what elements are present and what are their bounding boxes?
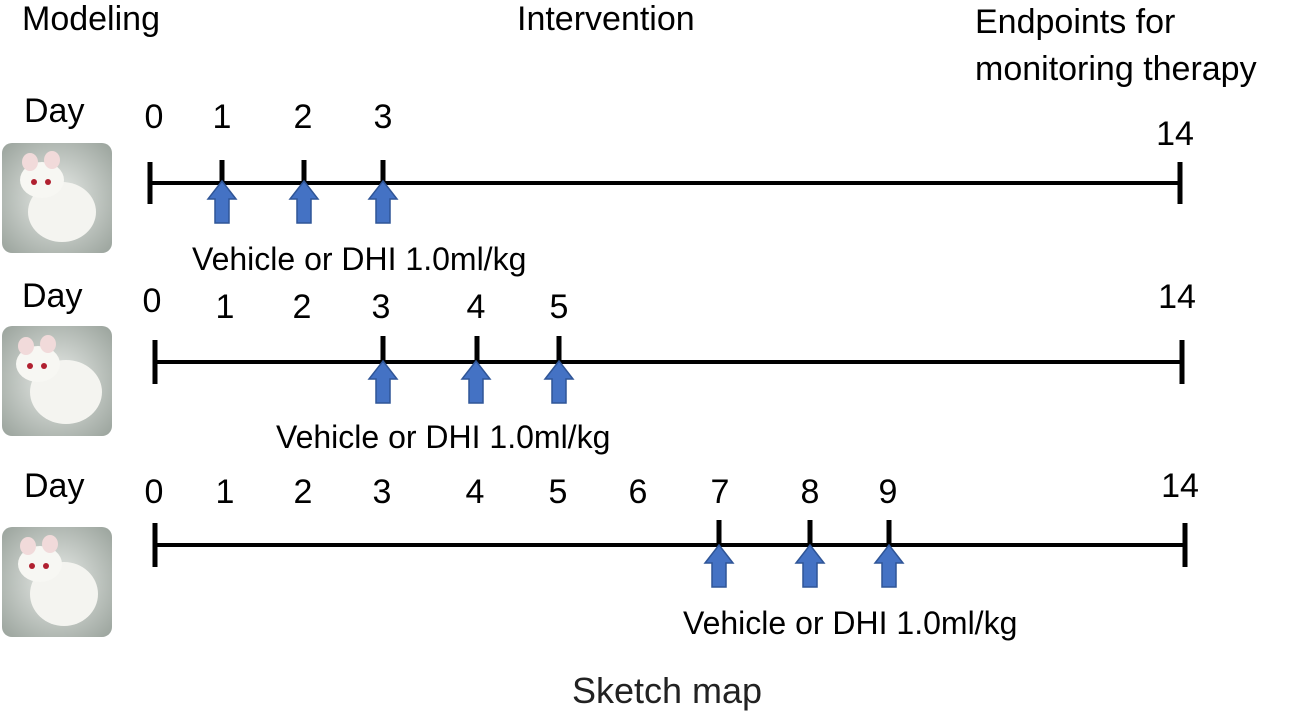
day-number: 14 <box>1158 278 1196 316</box>
day-number: 2 <box>294 98 313 136</box>
rat-photo-icon <box>2 527 112 637</box>
axis <box>147 162 1183 204</box>
axis <box>152 340 1185 384</box>
dose-text: Vehicle or DHI 1.0ml/kg <box>683 605 1017 641</box>
up-arrow-icon <box>206 179 238 224</box>
day-number: 5 <box>549 473 568 511</box>
dose-text: Vehicle or DHI 1.0ml/kg <box>192 241 526 277</box>
day-number: 1 <box>216 288 235 326</box>
day-number: 0 <box>145 98 164 136</box>
day-number: 4 <box>466 473 485 511</box>
header-intervention: Intervention <box>517 0 695 38</box>
rat-photo-icon <box>2 326 112 436</box>
header-endpoints-line2: monitoring therapy <box>975 50 1257 88</box>
day-label: Day <box>22 277 82 315</box>
day-label: Day <box>24 467 84 505</box>
up-arrow-icon <box>873 543 905 588</box>
day-number: 3 <box>374 98 393 136</box>
dose-text: Vehicle or DHI 1.0ml/kg <box>276 419 610 455</box>
timeline-3: Day 0 1 2 3 4 5 6 7 8 9 14 <box>2 467 1199 641</box>
dose-tick <box>716 520 892 545</box>
timeline-1: Day 0 1 2 3 14 Vehicle or DHI 1.0ml/kg <box>2 92 1194 277</box>
day-number: 8 <box>801 473 820 511</box>
dose-tick <box>380 336 562 362</box>
rat-photo-icon <box>2 143 112 253</box>
up-arrow-icon <box>288 179 320 224</box>
up-arrow-icon <box>367 179 399 224</box>
day-number: 3 <box>372 288 391 326</box>
day-number: 14 <box>1161 467 1199 505</box>
day-label: Day <box>24 92 84 130</box>
up-arrow-icon <box>460 359 492 404</box>
day-number: 3 <box>373 473 392 511</box>
axis <box>152 523 1188 567</box>
day-number: 2 <box>293 288 312 326</box>
day-number: 2 <box>294 473 313 511</box>
day-number: 0 <box>145 473 164 511</box>
up-arrow-icon <box>703 543 735 588</box>
dose-tick <box>219 160 386 183</box>
up-arrow-icon <box>367 359 399 404</box>
up-arrow-icon <box>543 359 575 404</box>
header-endpoints-line1: Endpoints for <box>975 3 1175 41</box>
timeline-2: Day 0 1 2 3 4 5 14 Vehicle or DH <box>2 277 1196 455</box>
day-number: 9 <box>879 473 898 511</box>
day-number: 4 <box>467 288 486 326</box>
day-number: 14 <box>1156 115 1194 153</box>
day-number: 6 <box>629 473 648 511</box>
day-number: 1 <box>213 98 232 136</box>
up-arrow-icon <box>794 543 826 588</box>
day-number: 0 <box>143 282 162 320</box>
day-number: 5 <box>550 288 569 326</box>
day-number: 1 <box>216 473 235 511</box>
day-number: 7 <box>711 473 730 511</box>
caption: Sketch map <box>572 670 762 711</box>
header-modeling: Modeling <box>22 0 160 38</box>
